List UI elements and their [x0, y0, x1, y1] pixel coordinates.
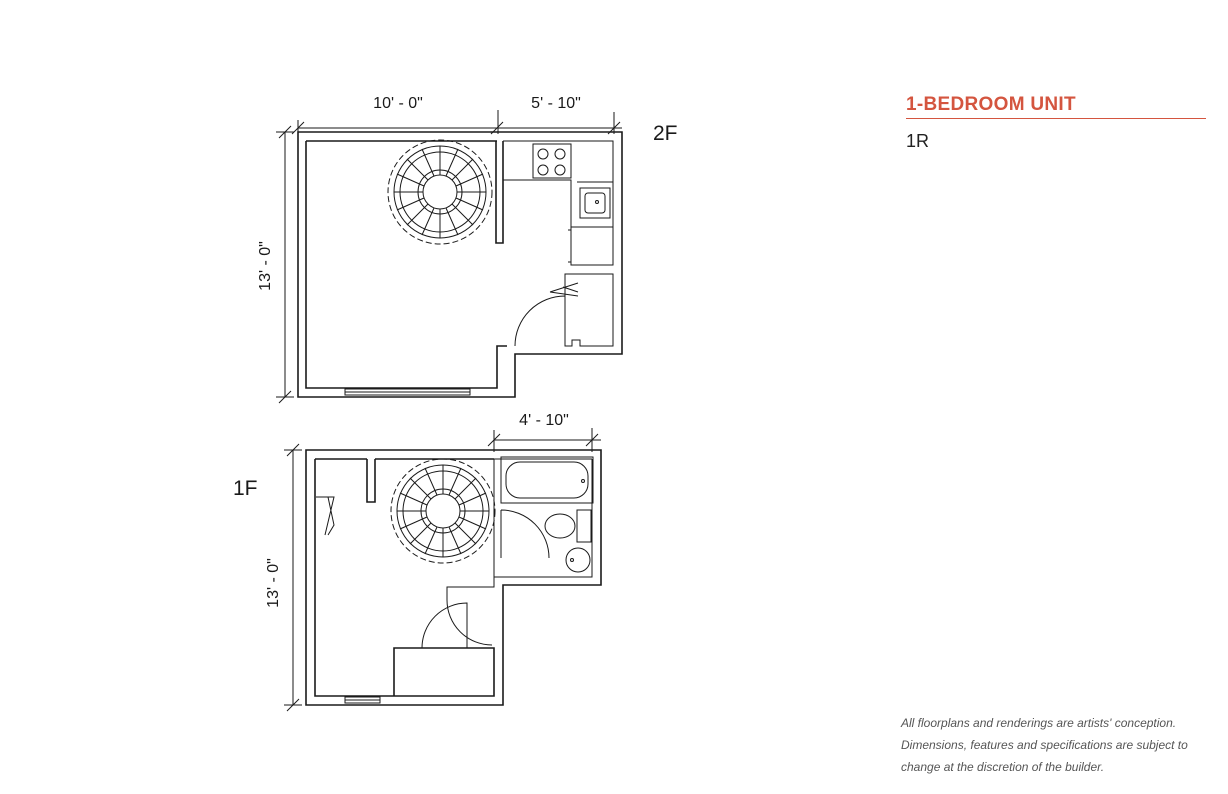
upper-floor-partition	[495, 141, 504, 244]
entry-door-swing	[421, 599, 493, 649]
upper-dimension-lines	[276, 110, 622, 404]
upper-door-swing	[514, 295, 566, 347]
fridge-icon	[570, 226, 614, 266]
upper-floor-plan: 10' - 0" 5' - 10" 13' - 0" 2F	[257, 95, 678, 404]
closet	[564, 273, 614, 347]
upper-floor-inner-wall	[305, 140, 507, 389]
disclaimer-line-3: change at the discretion of the builder.	[901, 760, 1105, 774]
upper-floor-label: 2F	[653, 122, 678, 145]
stove-icon	[532, 143, 572, 179]
lower-width-right-dimension: 4' - 10"	[519, 412, 569, 429]
lower-depth-dimension: 13' - 0"	[265, 558, 282, 608]
lower-closet-door	[316, 496, 335, 536]
lower-floor-outer-wall	[305, 449, 602, 706]
lower-floor-label: 1F	[233, 477, 258, 500]
bathroom-wall	[446, 458, 593, 600]
upper-window	[344, 388, 471, 396]
lower-window	[344, 696, 381, 704]
upper-depth-dimension: 13' - 0"	[257, 241, 274, 291]
lower-spiral-staircase-icon	[390, 458, 496, 564]
lower-floor-plan: 4' - 10" 13' - 0" 1F	[233, 412, 602, 712]
disclaimer-line-1: All floorplans and renderings are artist…	[901, 716, 1177, 730]
closet-door	[549, 282, 579, 297]
unit-title: 1-BEDROOM UNIT	[906, 94, 1206, 119]
upper-width-left-dimension: 10' - 0"	[373, 95, 423, 112]
upper-floor-outer-wall	[297, 131, 623, 398]
upper-width-right-dimension: 5' - 10"	[531, 95, 581, 112]
bathtub-icon	[500, 456, 594, 504]
sink-icon	[579, 187, 611, 219]
disclaimer-line-2: Dimensions, features and specifications …	[901, 738, 1188, 752]
bathroom-sink-icon	[565, 547, 591, 573]
disclaimer-note: All floorplans and renderings are artist…	[901, 712, 1211, 778]
spiral-staircase-icon	[387, 139, 493, 245]
lower-dimension-lines	[284, 428, 601, 712]
bathroom-door-swing	[500, 509, 550, 559]
unit-code: 1R	[906, 131, 930, 151]
lower-floor-inner-wall	[314, 458, 495, 697]
toilet-icon	[544, 509, 592, 543]
